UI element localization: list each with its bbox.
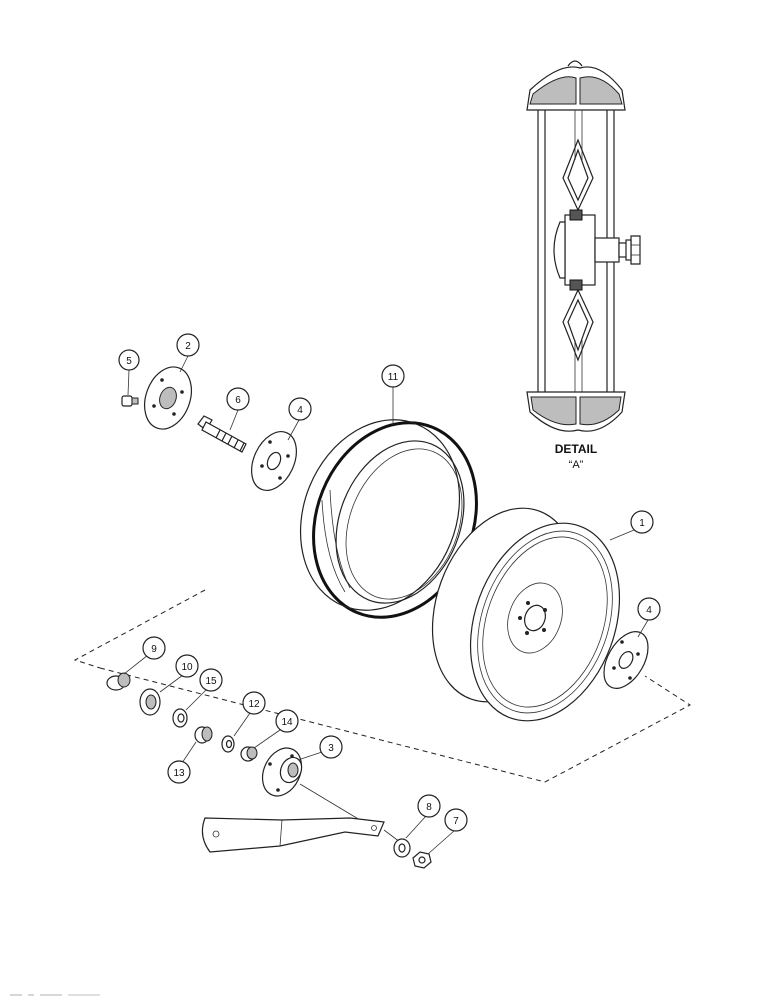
svg-text:4: 4 — [646, 605, 652, 616]
callout-2: 2 — [176, 333, 200, 373]
wheel-rim-part-1 — [431, 507, 621, 722]
svg-text:5: 5 — [126, 356, 132, 367]
svg-text:3: 3 — [328, 743, 334, 754]
svg-text:2: 2 — [185, 341, 191, 352]
support-arm — [201, 817, 385, 853]
callout-11: 11 — [381, 364, 405, 425]
callout-6: 6 — [226, 387, 250, 431]
detail-a-cross-section: DETAIL “A” — [526, 60, 641, 471]
spacer-plate-part-4-lower — [603, 631, 649, 689]
bolt-part-5 — [121, 395, 139, 407]
svg-text:4: 4 — [297, 405, 303, 416]
svg-text:8: 8 — [426, 802, 432, 813]
callout-5: 5 — [118, 349, 140, 396]
assembly-boundary — [73, 589, 691, 783]
axle-bolt-part-6 — [197, 415, 247, 453]
callout-13: 13 — [167, 741, 197, 784]
washer-part-12 — [221, 735, 235, 753]
callout-15: 15 — [185, 668, 223, 711]
callout-3: 3 — [297, 735, 343, 761]
tire-part-11 — [299, 419, 478, 619]
svg-text:14: 14 — [281, 717, 293, 728]
callout-1: 1 — [609, 510, 654, 541]
detail-subtitle: “A” — [569, 459, 584, 471]
svg-text:11: 11 — [388, 372, 399, 383]
bushing-part-13 — [194, 726, 213, 744]
detail-title: DETAIL — [555, 442, 597, 456]
svg-text:1: 1 — [639, 518, 645, 529]
washer-part-8 — [393, 838, 411, 858]
callout-7: 7 — [427, 808, 468, 855]
svg-text:6: 6 — [235, 395, 241, 406]
svg-text:9: 9 — [151, 644, 157, 655]
callout-4-upper: 4 — [287, 397, 312, 441]
spacer-plate-part-4-upper — [251, 431, 297, 491]
svg-text:15: 15 — [205, 676, 217, 687]
hub-part-3 — [261, 747, 303, 797]
callout-14: 14 — [253, 709, 299, 749]
callout-4-lower: 4 — [637, 597, 661, 638]
callout-9: 9 — [123, 636, 166, 675]
nut-part-7 — [412, 851, 432, 869]
callout-10: 10 — [159, 654, 199, 693]
callout-12: 12 — [233, 691, 266, 737]
bushing-part-9 — [106, 672, 131, 691]
svg-text:10: 10 — [181, 662, 193, 673]
svg-text:13: 13 — [173, 768, 185, 779]
svg-text:7: 7 — [453, 816, 459, 827]
bearing-cup-part-10 — [139, 688, 161, 716]
svg-text:12: 12 — [248, 699, 260, 710]
spacer-part-14 — [240, 746, 258, 762]
callout-8: 8 — [405, 794, 441, 839]
flange-part-2 — [144, 366, 192, 430]
seal-part-15 — [172, 708, 188, 728]
